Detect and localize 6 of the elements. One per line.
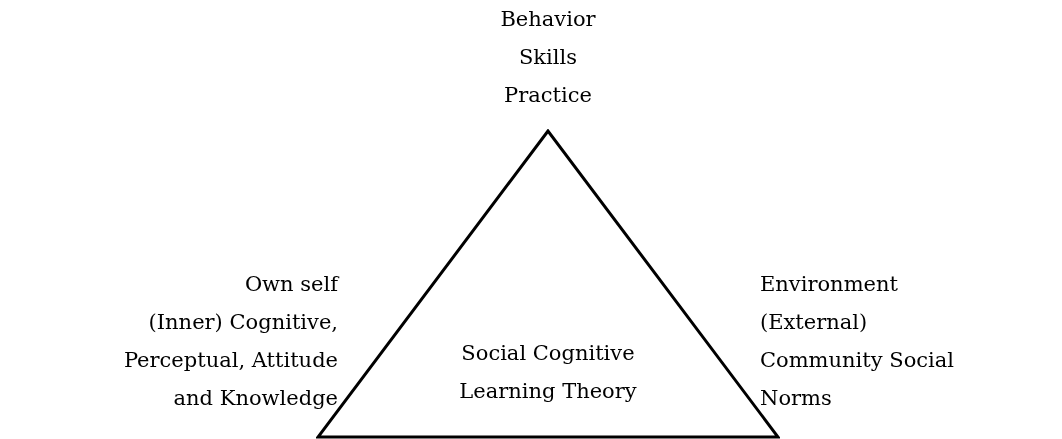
vertex-label: Environment — [760, 271, 899, 298]
vertex-label: Behavior Skills Practice — [499, 6, 597, 109]
vertex-label: Own self — [243, 271, 338, 298]
vertex-label: (Inner) Cognitive, Perceptual, Attitude and Knowledge — [122, 309, 338, 412]
center-label: Social Cognitive Learning Theory — [458, 340, 638, 405]
vertex-label: (External) Community Social Norms — [760, 309, 956, 412]
